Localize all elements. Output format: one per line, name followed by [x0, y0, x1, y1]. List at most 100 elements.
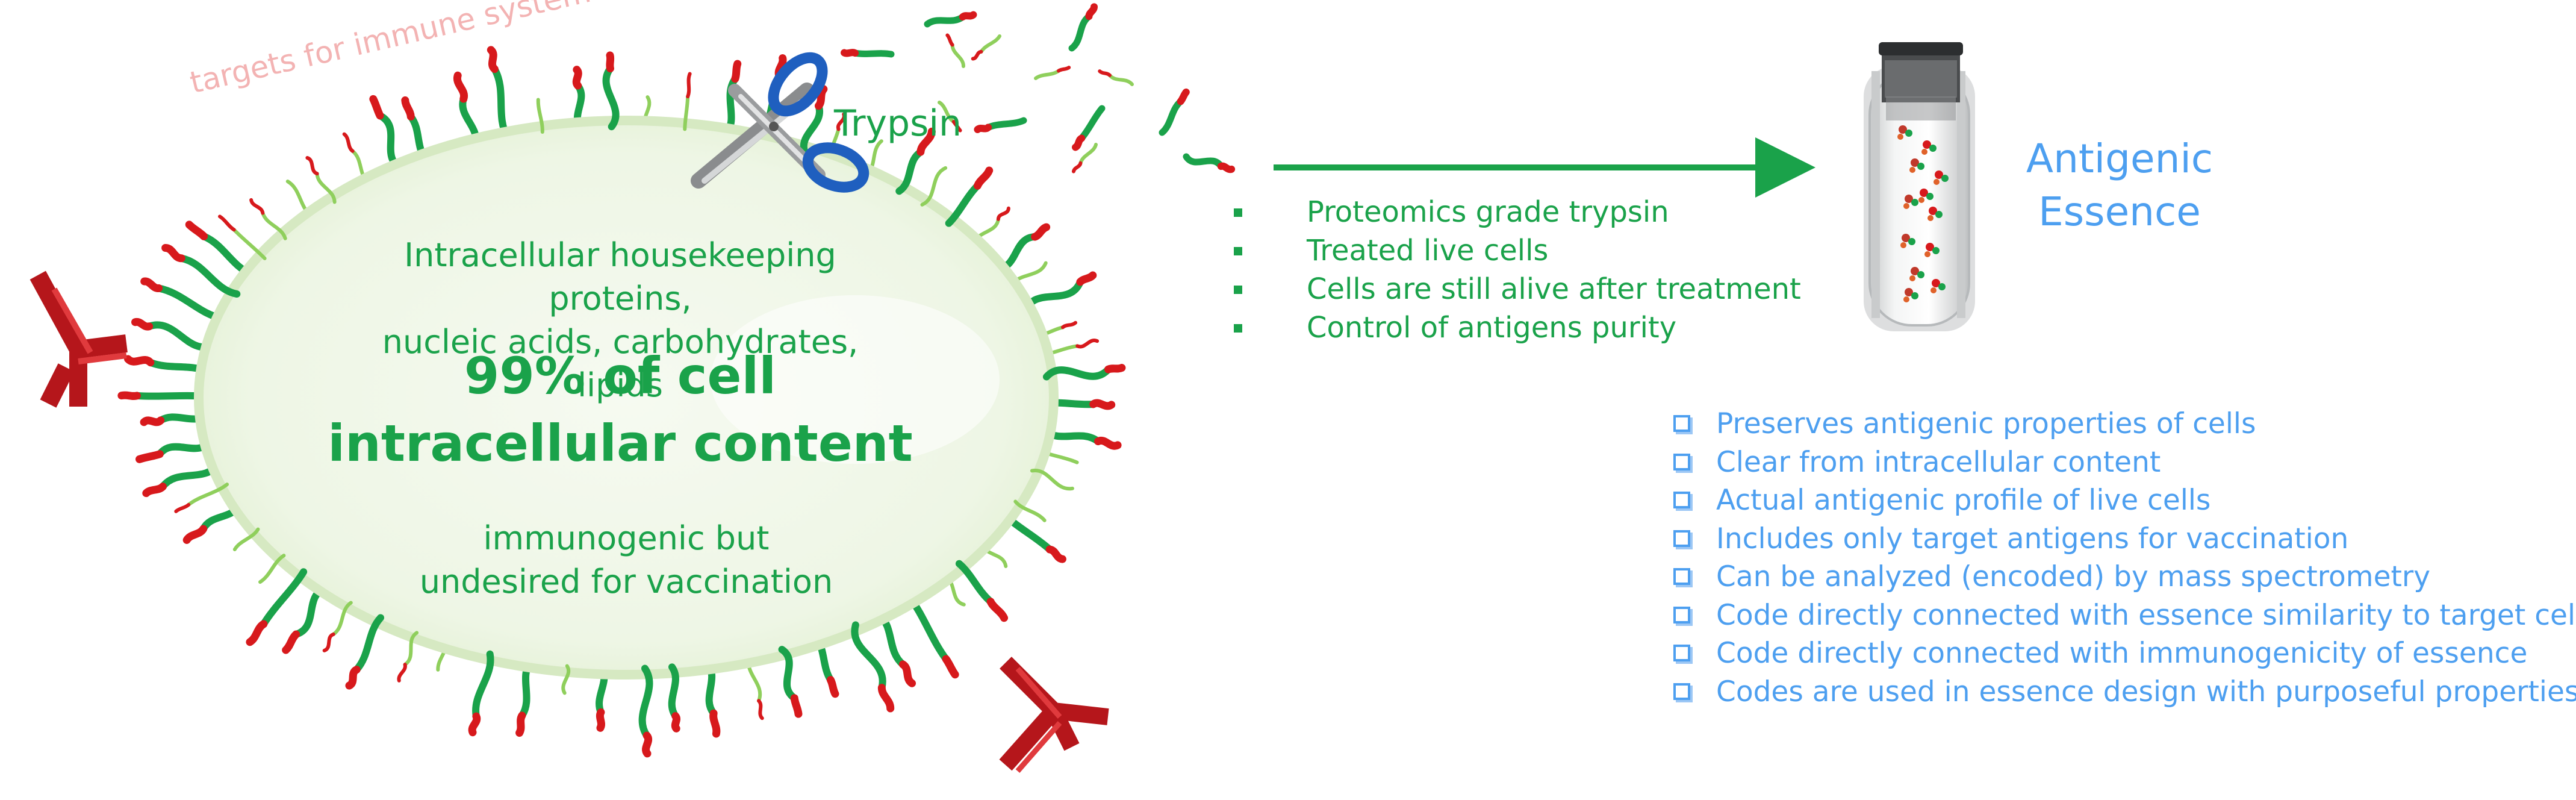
antigen-strand [331, 601, 353, 636]
antigen-strand [282, 630, 300, 654]
antigen-particle [1924, 243, 1940, 257]
antigen-strand [397, 663, 407, 683]
antigen-strand [1085, 3, 1098, 20]
antigen-strand [232, 228, 267, 260]
antigen-strand [315, 172, 337, 204]
checkbox-icon [1673, 606, 1690, 623]
released-antigens [841, 3, 1236, 173]
surface-antigens [117, 46, 1126, 758]
antigen-strand [924, 13, 966, 28]
antigen-strand [1072, 134, 1086, 151]
antigen-strand [131, 317, 154, 331]
percent-text: 99% of cell intracellular content [328, 346, 913, 473]
antigen-strand [1045, 545, 1066, 563]
antigen-strand [515, 711, 526, 737]
antigen-strand [1159, 98, 1184, 136]
antigen-strand [1013, 499, 1047, 522]
antigen-strand [642, 731, 653, 758]
antigen-strand [1183, 153, 1225, 170]
antigen-strand [322, 632, 335, 652]
benefit-item: Can be analyzed (encoded) by mass spectr… [1671, 558, 2576, 596]
antigen-strand [401, 96, 415, 121]
checkbox-icon [1673, 645, 1690, 661]
antigen-strand [218, 214, 236, 232]
antigen-strand [959, 11, 977, 21]
housekeeping-text: Intracellular housekeeping proteins, nuc… [382, 236, 859, 404]
antigen-strand [174, 502, 191, 513]
antigen-strand [1177, 88, 1190, 105]
antigen-strand [260, 568, 308, 628]
antigen-strand [232, 527, 260, 552]
antigen-strand [951, 120, 962, 133]
antigen-strand [790, 694, 803, 718]
benefit-item: Codes are used in essence design with pu… [1671, 673, 2576, 711]
antigen-strand [945, 182, 982, 227]
antigen-strand [178, 254, 241, 298]
antigen-particle [1927, 207, 1943, 221]
antigen-strand [895, 148, 924, 195]
antigen-strand [1094, 436, 1122, 450]
process-item: Proteomics grade trypsin [1231, 193, 1801, 231]
antigen-strand [249, 198, 265, 215]
antigen-strand [841, 49, 859, 57]
antigen-strand [836, 112, 846, 131]
antigen-strand [1104, 364, 1126, 373]
antigen-strand [353, 614, 385, 673]
antigen-strand [1217, 162, 1236, 173]
process-list: Proteomics grade trypsin Treated live ce… [1231, 193, 1801, 347]
antigen-strand [345, 666, 361, 690]
antigen-strand [140, 277, 163, 292]
antigen-strand [124, 355, 155, 367]
antigen-particle [1918, 189, 1934, 203]
antigen-strand [161, 244, 185, 263]
antigen-strand [185, 220, 208, 240]
antigen-strand [1030, 469, 1074, 491]
antigen-strand [305, 156, 319, 176]
antigen-particle [1909, 267, 1924, 281]
antigen-strand [1068, 13, 1092, 52]
antigen-particle [1930, 279, 1946, 293]
antigen-strand [1098, 69, 1112, 77]
antigen-strand [671, 712, 680, 733]
antigen-strand [1078, 105, 1106, 142]
antigen-strand [1078, 143, 1098, 165]
trypsin-label: Trypsin [834, 102, 962, 145]
antigen-strand [403, 631, 419, 667]
antigen-strand [342, 132, 355, 153]
antigen-strand [938, 101, 956, 124]
antigen-strand [1076, 271, 1097, 286]
antigen-strand [709, 709, 721, 738]
antigen-strand [606, 51, 615, 73]
antigen-strand [596, 708, 605, 732]
antigen-particle [1903, 195, 1918, 209]
antigen-strand [1071, 161, 1083, 173]
essence-title: Antigenic Essence [2026, 136, 2214, 235]
bullet-square-icon [1234, 286, 1242, 294]
antigen-strand [979, 34, 1001, 54]
antigen-particle [1900, 234, 1915, 248]
antigen-strand [468, 712, 481, 737]
antigen-strand [602, 64, 620, 131]
antigen-strand [1031, 223, 1051, 241]
antigen-strand [916, 127, 936, 156]
antigen-strand [453, 71, 468, 103]
antigen-strand [638, 664, 653, 740]
antigen-strand [686, 72, 692, 99]
antigen-strand [778, 646, 798, 702]
scissors-icon [691, 52, 870, 193]
process-item: Treated live cells [1231, 231, 1801, 270]
antigen-strand [487, 46, 499, 73]
antigen-strand [1107, 73, 1134, 86]
antigen-strand [973, 166, 994, 190]
antigen-strand [985, 117, 1027, 131]
antigen-strand [898, 660, 916, 687]
antigen-strand [920, 166, 948, 207]
antigen-strand [814, 85, 828, 110]
antigen-strand [955, 560, 995, 605]
process-item: Control of antigens purity [1231, 308, 1801, 347]
antigen-strand [1061, 320, 1078, 330]
checkbox-icon [1673, 453, 1690, 470]
bullet-square-icon [1234, 247, 1242, 255]
antigen-strand [1057, 66, 1071, 73]
